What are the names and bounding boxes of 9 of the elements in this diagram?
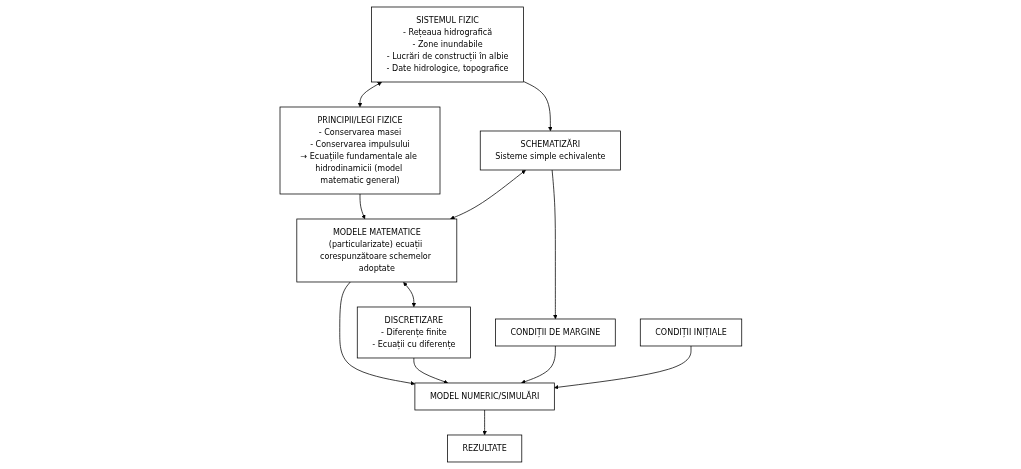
node-box: REZULTATE xyxy=(446,434,522,463)
node-box: MODEL NUMERIC/SIMULĂRI xyxy=(414,382,555,411)
node-box: PRINCIPII/LEGI FIZICE - Conservarea masei - Conservarea impulsului → Ecuațiile fundamentale ale hidrodinamicii (model matematic general) xyxy=(279,106,440,195)
node-box: DISCRETIZARE - Diferențe finite - Ecuații cu diferențe xyxy=(356,306,471,359)
node-box: SCHEMATIZĂRI Sisteme simple echivalente xyxy=(479,130,621,171)
node-box: CONDIȚII DE MARGINE xyxy=(494,318,616,347)
node-box: CONDIȚII INIȚIALE xyxy=(639,318,742,347)
node-box: SISTEMUL FIZIC - Rețeaua hidrografică - Zone inundabile - Lucrări de construcții în albie - Date hidrologice, topografice xyxy=(370,6,524,83)
node-box: MODELE MATEMATICE (particularizate) ecuații corespunzătoare schemelor adoptate xyxy=(296,218,457,283)
